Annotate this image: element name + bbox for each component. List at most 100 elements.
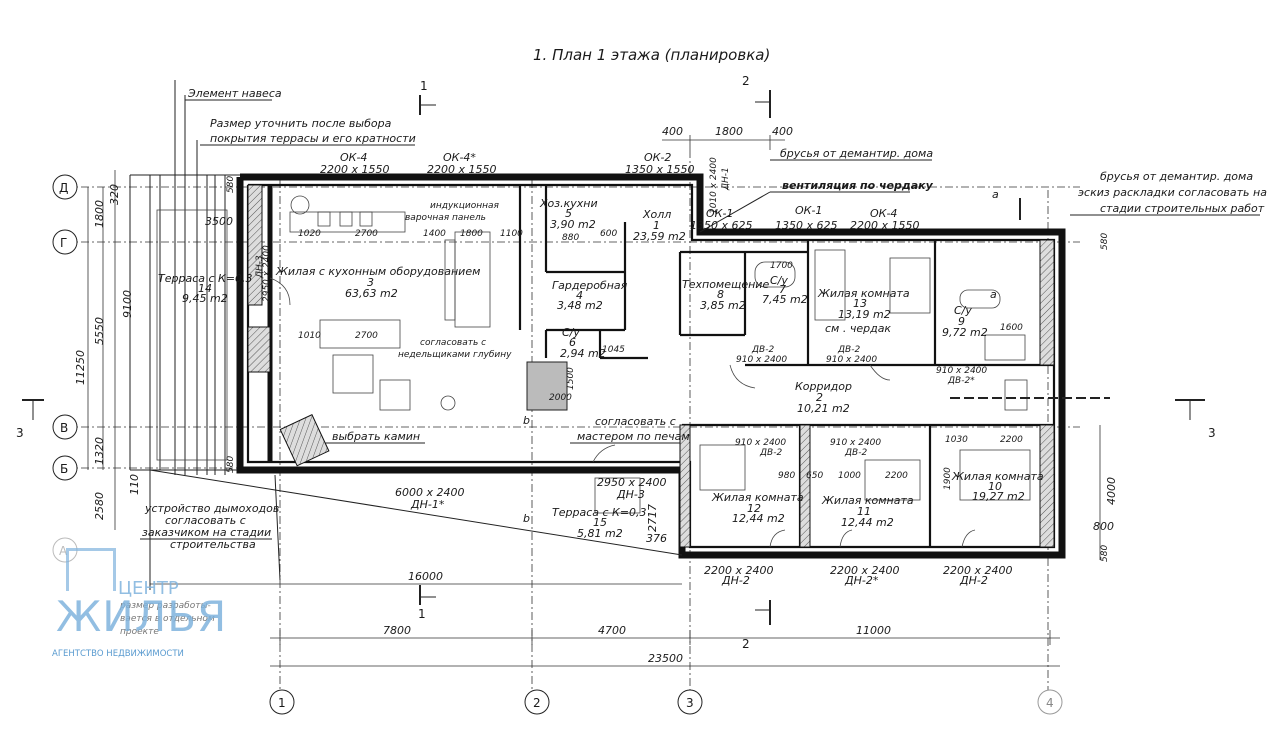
ok4b-label: ОК-4* [443,151,476,164]
dim-k-1000: 1000 [838,471,861,481]
room-10-area: 19,27 m2 [972,490,1025,503]
dn2b-label: ДН-2* [844,574,879,587]
dn2b-size: 2200 х 2400 [830,564,900,577]
dim-bottom-4700: 4700 [598,624,626,637]
room-1-area: 23,59 m2 [633,230,686,243]
dn2a-label: ДН-2 [721,574,750,587]
dim-k-376: 376 [646,532,667,545]
ok1b-label: ОК-1 [795,204,822,217]
dim-right-800: 800 [1093,520,1114,533]
dv2a-label: ДВ-2 [751,345,774,355]
note-faded-2: вается в отдельном [120,614,215,624]
section-2-bottom: 2 [742,637,750,651]
dv2c-label: ДВ-2 [759,448,782,458]
room-7-name: С/у [770,274,788,287]
door-swings [269,277,976,548]
section-marks: 1 2 1 2 3 3 а а b b [16,74,1216,651]
dimension-lines: 400 1800 400 320 1800 5550 9100 11250 13… [74,125,1118,667]
dim-k-1500: 1500 [566,367,576,390]
note-agree-1: согласовать с [420,338,486,348]
dim-left-580a: 580 [226,176,236,193]
terrace-outline [149,469,683,590]
dv2d-size: 910 х 2400 [830,438,881,448]
dim-left-1320: 1320 [93,437,106,465]
dim-k-1020: 1020 [298,229,321,239]
note-faded-3: проекте [120,627,159,637]
dim-left-1800: 1800 [93,200,106,228]
note-stove-2: мастером по печам [577,430,690,443]
agency-logo: ЦЕНТР ЖИЛЬЯ АГЕНТСТВО НЕДВИЖИМОСТИ [52,548,226,663]
dim-k-1700a: 1700 [770,261,793,271]
dn3a-label: ДН-3 [255,255,265,279]
room-14-num: 14 [198,282,212,295]
section-a-mid: а [990,288,997,301]
dim-k-980: 980 [778,471,795,481]
dn1b-label: ДН-1* [410,498,445,511]
room-13-area: 13,19 m2 [838,308,891,321]
dim-left-9100: 9100 [121,290,134,318]
room-8-name: Техпомещение [682,278,769,291]
note-induction-2: варочная панель [405,213,486,223]
note-faded-1: размер разработы- [119,601,211,611]
dim-k-1045: 1045 [602,345,625,355]
dim-k-2700b: 2700 [355,331,378,341]
room-14-area: 9,45 m2 [182,292,228,305]
dv2e-size: 910 х 2400 [936,366,987,376]
dim-k-2200b: 2200 [1000,435,1023,445]
dim-bottom-23500: 23500 [648,652,683,665]
dim-k-1600: 1600 [1000,323,1023,333]
note-beams-2b: эскиз раскладки согласовать на [1078,186,1267,199]
opening-labels: ОК-4 2200 х 1550 ОК-4* 2200 х 1550 ОК-2 … [255,151,1013,587]
section-1-bottom: 1 [418,607,426,621]
section-3-left: 3 [16,426,24,440]
section-a-top: а [992,188,999,201]
dim-left-580b: 580 [226,456,236,473]
room-2-area: 10,21 m2 [797,402,850,415]
axis-row-a: А [59,544,68,558]
furniture [289,195,1031,514]
left-terrace [129,80,240,475]
room-13-num: 13 [853,297,867,310]
dim-left-320: 320 [108,184,121,205]
dim-k-2200a: 2200 [885,471,908,481]
section-b-bottom: b [523,512,530,525]
dim-k-1100: 1100 [500,229,523,239]
note-chimney-3: заказчиком на стадии [142,526,271,539]
axis-col-1: 1 [278,696,286,710]
room-1-name: Холл [642,208,671,221]
logo-top-text: ЦЕНТР [118,578,179,599]
note-beams-2a: брусья от демантир. дома [1100,170,1253,183]
dn1-label: ДН-1 [721,167,731,191]
ok2-size: 1350 х 1550 [625,163,695,176]
room-7-area: 7,45 m2 [762,293,808,306]
section-b-top: b [523,414,530,427]
note-stove-1: согласовать с [595,415,676,428]
room-5-name: Хоз.кухни [539,197,598,210]
ok1a-label: ОК-1 [706,207,733,220]
dv2d-label: ДВ-2 [844,448,867,458]
note-agree-2: недельщиками глубину [398,350,512,360]
ok4a-size: 2200 х 1550 [320,163,390,176]
axis-row-g: Г [60,236,67,250]
room-1-num: 1 [653,219,660,232]
dim-right-580b: 580 [1100,545,1110,562]
section-1-top: 1 [420,79,428,93]
dim-k-1900: 1900 [943,467,953,490]
dim-k-1400: 1400 [423,229,446,239]
room-7-num: 7 [779,283,786,296]
room-10-name: Жилая комната [951,470,1044,483]
room-15-area: 5,81 m2 [577,527,623,540]
ok4c-label: ОК-4 [870,207,897,220]
note-terrace-1: Размер уточнить после выбора [210,117,392,130]
dim-right-4000: 4000 [1105,477,1118,505]
dn1-size: 1010 х 2400 [709,157,719,214]
room-9-name: С/у [954,304,972,317]
room-9-num: 9 [958,315,965,328]
room-6-num: 6 [569,336,576,349]
dn3a-size: 2950 х 2400 [262,245,272,302]
room-13-name: Жилая комната [817,287,910,300]
room-4-name: Гардеробная [552,279,628,292]
section-2-top: 2 [742,74,750,88]
room-8-num: 8 [717,288,724,301]
dim-k-2700a: 2700 [355,229,378,239]
